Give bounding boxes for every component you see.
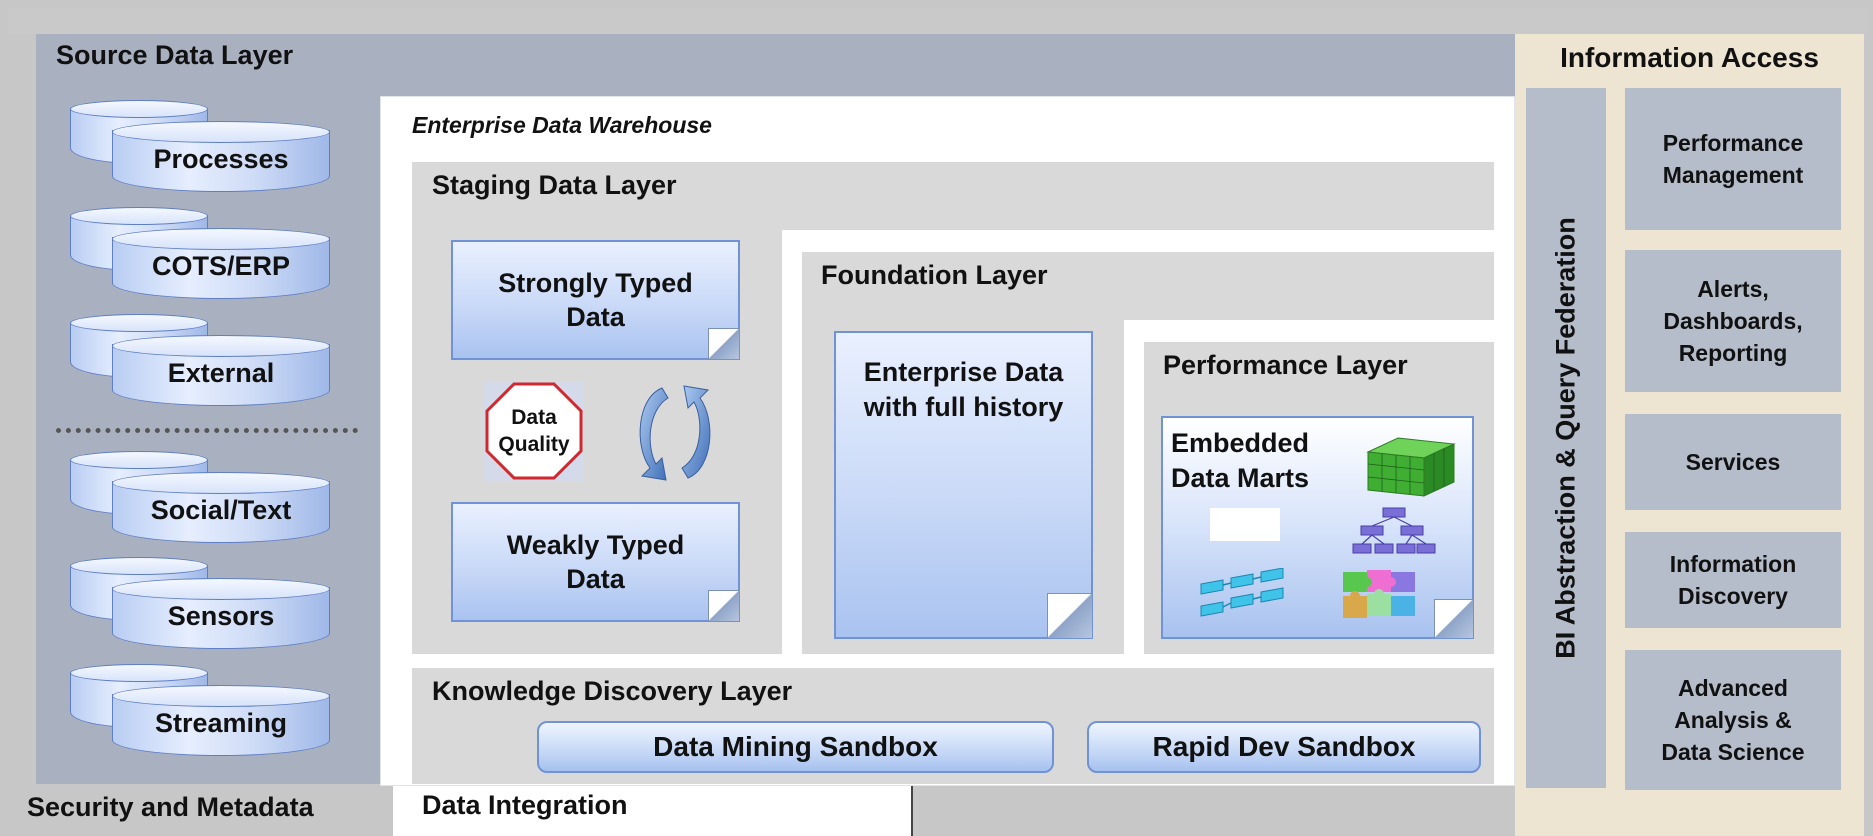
cube-icon bbox=[1366, 437, 1456, 497]
source-label: Sensors bbox=[167, 601, 275, 631]
weakly-typed-data-label: Weakly Typed Data bbox=[506, 530, 685, 594]
weakly-typed-data-box: Weakly Typed Data bbox=[451, 502, 740, 622]
source-label: COTS/ERP bbox=[151, 251, 291, 281]
cylinder-front-top bbox=[112, 228, 330, 250]
enterprise-data-box: Enterprise Data with full history bbox=[834, 331, 1093, 639]
data-mining-sandbox: Data Mining Sandbox bbox=[537, 721, 1054, 773]
source-label: External bbox=[167, 358, 275, 388]
access-item-information-discovery: Information Discovery bbox=[1625, 532, 1841, 628]
cylinder-back-top bbox=[70, 100, 208, 118]
bi-federation-label: BI Abstraction & Query Federation bbox=[1550, 217, 1581, 659]
embedded-data-marts-label: Embedded Data Marts bbox=[1171, 428, 1310, 493]
cylinder-front-top bbox=[112, 472, 330, 494]
bi-federation-bar bbox=[1526, 88, 1606, 788]
data-integration-bar bbox=[393, 786, 913, 836]
strongly-typed-data-label: Strongly Typed Data bbox=[498, 268, 693, 332]
cylinder-back-top bbox=[70, 664, 208, 682]
cylinder-back-top bbox=[70, 207, 208, 225]
page-fold-icon bbox=[1434, 599, 1473, 638]
cycle-arrows-icon bbox=[639, 385, 711, 481]
page-fold-icon bbox=[708, 328, 739, 359]
embedded-data-marts-box: Embedded Data Marts bbox=[1161, 416, 1474, 639]
strongly-typed-data-box: Strongly Typed Data bbox=[451, 240, 740, 360]
page-fold-icon bbox=[708, 590, 739, 621]
top-strip bbox=[8, 8, 1868, 34]
information-access-title: Information Access bbox=[1560, 42, 1819, 73]
placeholder-rect bbox=[1210, 508, 1280, 541]
cylinder-front-body bbox=[112, 237, 330, 299]
edw-title: Enterprise Data Warehouse bbox=[412, 112, 712, 138]
hierarchy-icon bbox=[1352, 507, 1436, 554]
source-label: Processes bbox=[153, 144, 289, 174]
access-item-advanced-analysis-data-science: Advanced Analysis & Data Science bbox=[1625, 650, 1841, 790]
security-metadata-label: Security and Metadata bbox=[27, 792, 314, 822]
data-quality-label: Data Quality bbox=[498, 406, 570, 456]
data-quality-stop-icon bbox=[484, 381, 584, 481]
enterprise-data-label: Enterprise Data with full history bbox=[863, 357, 1064, 422]
source-label: Social/Text bbox=[150, 495, 292, 525]
page-fold-icon bbox=[1047, 593, 1092, 638]
rapid-dev-sandbox: Rapid Dev Sandbox bbox=[1087, 721, 1481, 773]
security-metadata-bar bbox=[10, 786, 393, 836]
data-integration-divider bbox=[911, 786, 913, 836]
foundation-layer-title: Foundation Layer bbox=[821, 260, 1048, 290]
network-icon bbox=[1200, 568, 1284, 617]
cylinder-back-top bbox=[70, 314, 208, 332]
source-separator bbox=[56, 428, 358, 433]
cylinder-front-top bbox=[112, 578, 330, 600]
source-label: Streaming bbox=[154, 708, 288, 738]
puzzle-icon bbox=[1343, 570, 1415, 618]
staging-layer-title: Staging Data Layer bbox=[432, 170, 677, 200]
performance-layer-title: Performance Layer bbox=[1163, 350, 1408, 380]
cylinder-back-top bbox=[70, 451, 208, 469]
access-item-alerts-dashboards-reporting: Alerts, Dashboards, Reporting bbox=[1625, 250, 1841, 392]
access-item-performance-management: Performance Management bbox=[1625, 88, 1841, 230]
cylinder-back-top bbox=[70, 557, 208, 575]
data-integration-label: Data Integration bbox=[422, 790, 628, 820]
knowledge-discovery-title: Knowledge Discovery Layer bbox=[432, 676, 793, 706]
source-data-layer-title: Source Data Layer bbox=[56, 40, 294, 70]
access-item-services: Services bbox=[1625, 414, 1841, 510]
cylinder-front-top bbox=[112, 685, 330, 707]
cylinder-front-top bbox=[112, 335, 330, 357]
cylinder-front-top bbox=[112, 121, 330, 143]
